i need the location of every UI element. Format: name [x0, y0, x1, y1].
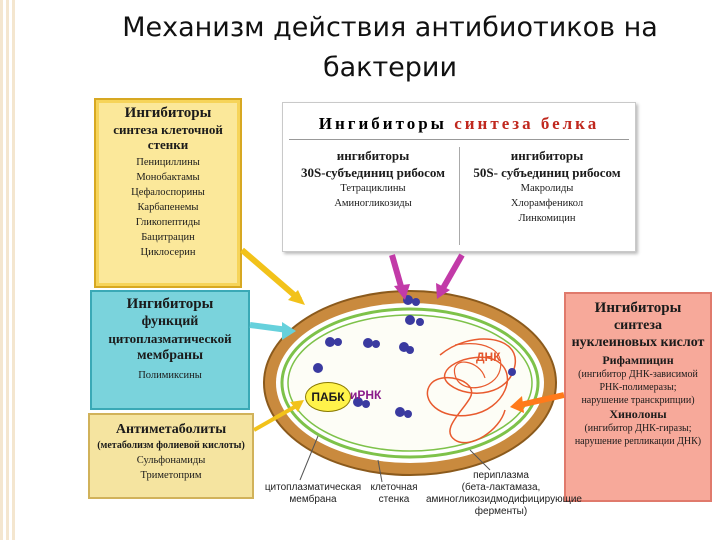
- nucleic-acid-inhibitors-box: Ингибиторы синтеза нуклеиновых кислот Ри…: [564, 292, 712, 502]
- arrow-head: [282, 322, 296, 340]
- ribosome-50s-column: ингибиторы 50S- субъединиц рибосом Макро…: [463, 147, 631, 226]
- ribosome-30s-item: Тетрациклины: [340, 183, 406, 194]
- nucleic-drug-1-desc: нарушение транскрипции): [581, 395, 695, 406]
- ribosome-50s-item: Хлорамфеникол: [510, 198, 584, 209]
- cell-wall-item: Пенициллины: [136, 157, 200, 168]
- protein-heading-part-2: синтеза белка: [454, 114, 600, 133]
- periplasm-caption: периплазма (бета-лактамаза, аминогликози…: [426, 470, 582, 518]
- membrane-pointer: [299, 435, 319, 481]
- membrane-heading-2: функций: [141, 314, 199, 329]
- ribosome-30s-heading: ингибиторы: [336, 148, 410, 163]
- protein-synthesis-heading: Ингибиторы синтеза белка: [289, 109, 629, 140]
- wall-caption: клеточная стенка: [364, 482, 424, 506]
- arrow-head: [436, 283, 450, 299]
- protein-heading-part-1: Ингибиторы: [318, 114, 447, 133]
- arrow-head: [394, 284, 410, 300]
- cell-wall: [263, 290, 557, 476]
- antimetabolites-subheading: (метаболизм фолиевой кислоты): [97, 440, 245, 451]
- membrane-heading-1: Ингибиторы: [126, 296, 214, 312]
- periplasm-pointer: [469, 449, 491, 471]
- nucleic-drug-1-desc: РНК-полимеразы;: [599, 382, 677, 393]
- 30s-inhibitor-arrow: [389, 254, 405, 291]
- cell-wall-item: Карбапенемы: [137, 202, 199, 213]
- arrow-head: [288, 290, 305, 305]
- dna-label: ДНК: [476, 350, 501, 364]
- page-title: Механизм действия антибиотиков на бактер…: [90, 8, 690, 88]
- membrane-caption-1: цитоплазматическая: [264, 482, 362, 493]
- ribosome-30s-column: ингибиторы 30S-субъединиц рибосом Тетрац…: [289, 147, 457, 211]
- nucleic-drug-2-desc: (ингибитор ДНК-гиразы;: [584, 423, 692, 434]
- cell-wall-item: Бацитрацин: [141, 232, 195, 243]
- periplasm-caption-2: (бета-лактамаза,: [461, 482, 541, 493]
- cell-wall-item: Цефалоспорины: [131, 187, 205, 198]
- nucleic-drug-2-desc: нарушение репликации ДНК): [574, 436, 702, 447]
- wall-pointer: [377, 459, 383, 483]
- cell-wall-subheading-2: стенки: [147, 137, 189, 152]
- antimetabolites-item: Сульфонамиды: [136, 455, 206, 466]
- cell-wall-item: Циклосерин: [140, 247, 196, 258]
- antimetabolites-item: Триметоприм: [140, 470, 202, 481]
- wall-caption-1: клеточная: [370, 482, 418, 493]
- ribosome-50s-item: Макролиды: [520, 183, 574, 194]
- antimetabolites-box: Антиметаболиты (метаболизм фолиевой кисл…: [88, 413, 254, 499]
- 50s-inhibitor-arrow: [439, 253, 465, 292]
- ribosome-30s-subheading: 30S-субъединиц рибосом: [300, 165, 446, 180]
- membrane-item: Полимиксины: [138, 370, 202, 381]
- cell-wall-item: Гликопептиды: [135, 217, 201, 228]
- ribosome-50s-item: Линкомицин: [518, 213, 576, 224]
- title-line-1: Механизм действия антибиотиков на: [122, 12, 658, 43]
- nucleic-drug-1-desc: (ингибитор ДНК-зависимой: [578, 369, 698, 380]
- protein-synthesis-inhibitors-box: Ингибиторы синтеза белка ингибиторы 30S-…: [282, 102, 636, 252]
- wall-caption-2: стенка: [378, 494, 410, 505]
- rna-label: иРНК: [350, 388, 382, 402]
- cell-wall-inhibitor-arrow: [240, 247, 302, 303]
- membrane-inhibitor-arrow: [249, 322, 289, 333]
- membrane-caption-2: мембрана: [289, 494, 337, 505]
- periplasm-caption-4: ферменты): [474, 506, 528, 517]
- ribosome-50s-heading: ингибиторы: [510, 148, 584, 163]
- membrane-heading-4: мембраны: [136, 348, 204, 363]
- membrane-inhibitors-box: Ингибиторы функций цитоплазматической ме…: [90, 290, 250, 410]
- nucleic-heading-1: Ингибиторы: [594, 300, 682, 316]
- ribosome-50s-subheading: 50S- субъединиц рибосом: [473, 165, 621, 180]
- membrane-heading-3: цитоплазматической: [108, 331, 232, 346]
- pabk-label: ПАБК: [305, 382, 351, 412]
- cell-wall-heading: Ингибиторы: [124, 105, 212, 121]
- title-line-2: бактерии: [322, 52, 458, 83]
- periplasm-caption-1: периплазма: [473, 470, 529, 481]
- nucleic-inhibitor-arrow: [519, 392, 565, 408]
- arrow-head: [510, 396, 524, 413]
- protein-column-divider: [459, 147, 460, 245]
- antimetabolite-arrow: [253, 403, 299, 432]
- nucleic-drug-2: Хинолоны: [609, 407, 667, 421]
- cell-wall-subheading-1: синтеза клеточной: [113, 122, 223, 137]
- nucleic-heading-2: синтеза: [613, 318, 663, 333]
- nucleic-drug-1: Рифампицин: [602, 353, 674, 367]
- dna-strand: [426, 338, 516, 444]
- ribosome-30s-item: Аминогликозиды: [334, 198, 412, 209]
- nucleic-heading-3: нуклеиновых кислот: [571, 335, 705, 350]
- cell-wall-item: Монобактамы: [136, 172, 200, 183]
- cell-wall-inhibitors-box: Ингибиторы синтеза клеточной стенки Пени…: [94, 98, 242, 288]
- decorative-stripe: [0, 0, 18, 540]
- antimetabolites-heading: Антиметаболиты: [115, 422, 227, 437]
- membrane-caption: цитоплазматическая мембрана: [258, 482, 368, 506]
- arrow-head: [290, 400, 304, 412]
- periplasm-caption-3: аминогликозидмодифицирующие: [426, 494, 582, 505]
